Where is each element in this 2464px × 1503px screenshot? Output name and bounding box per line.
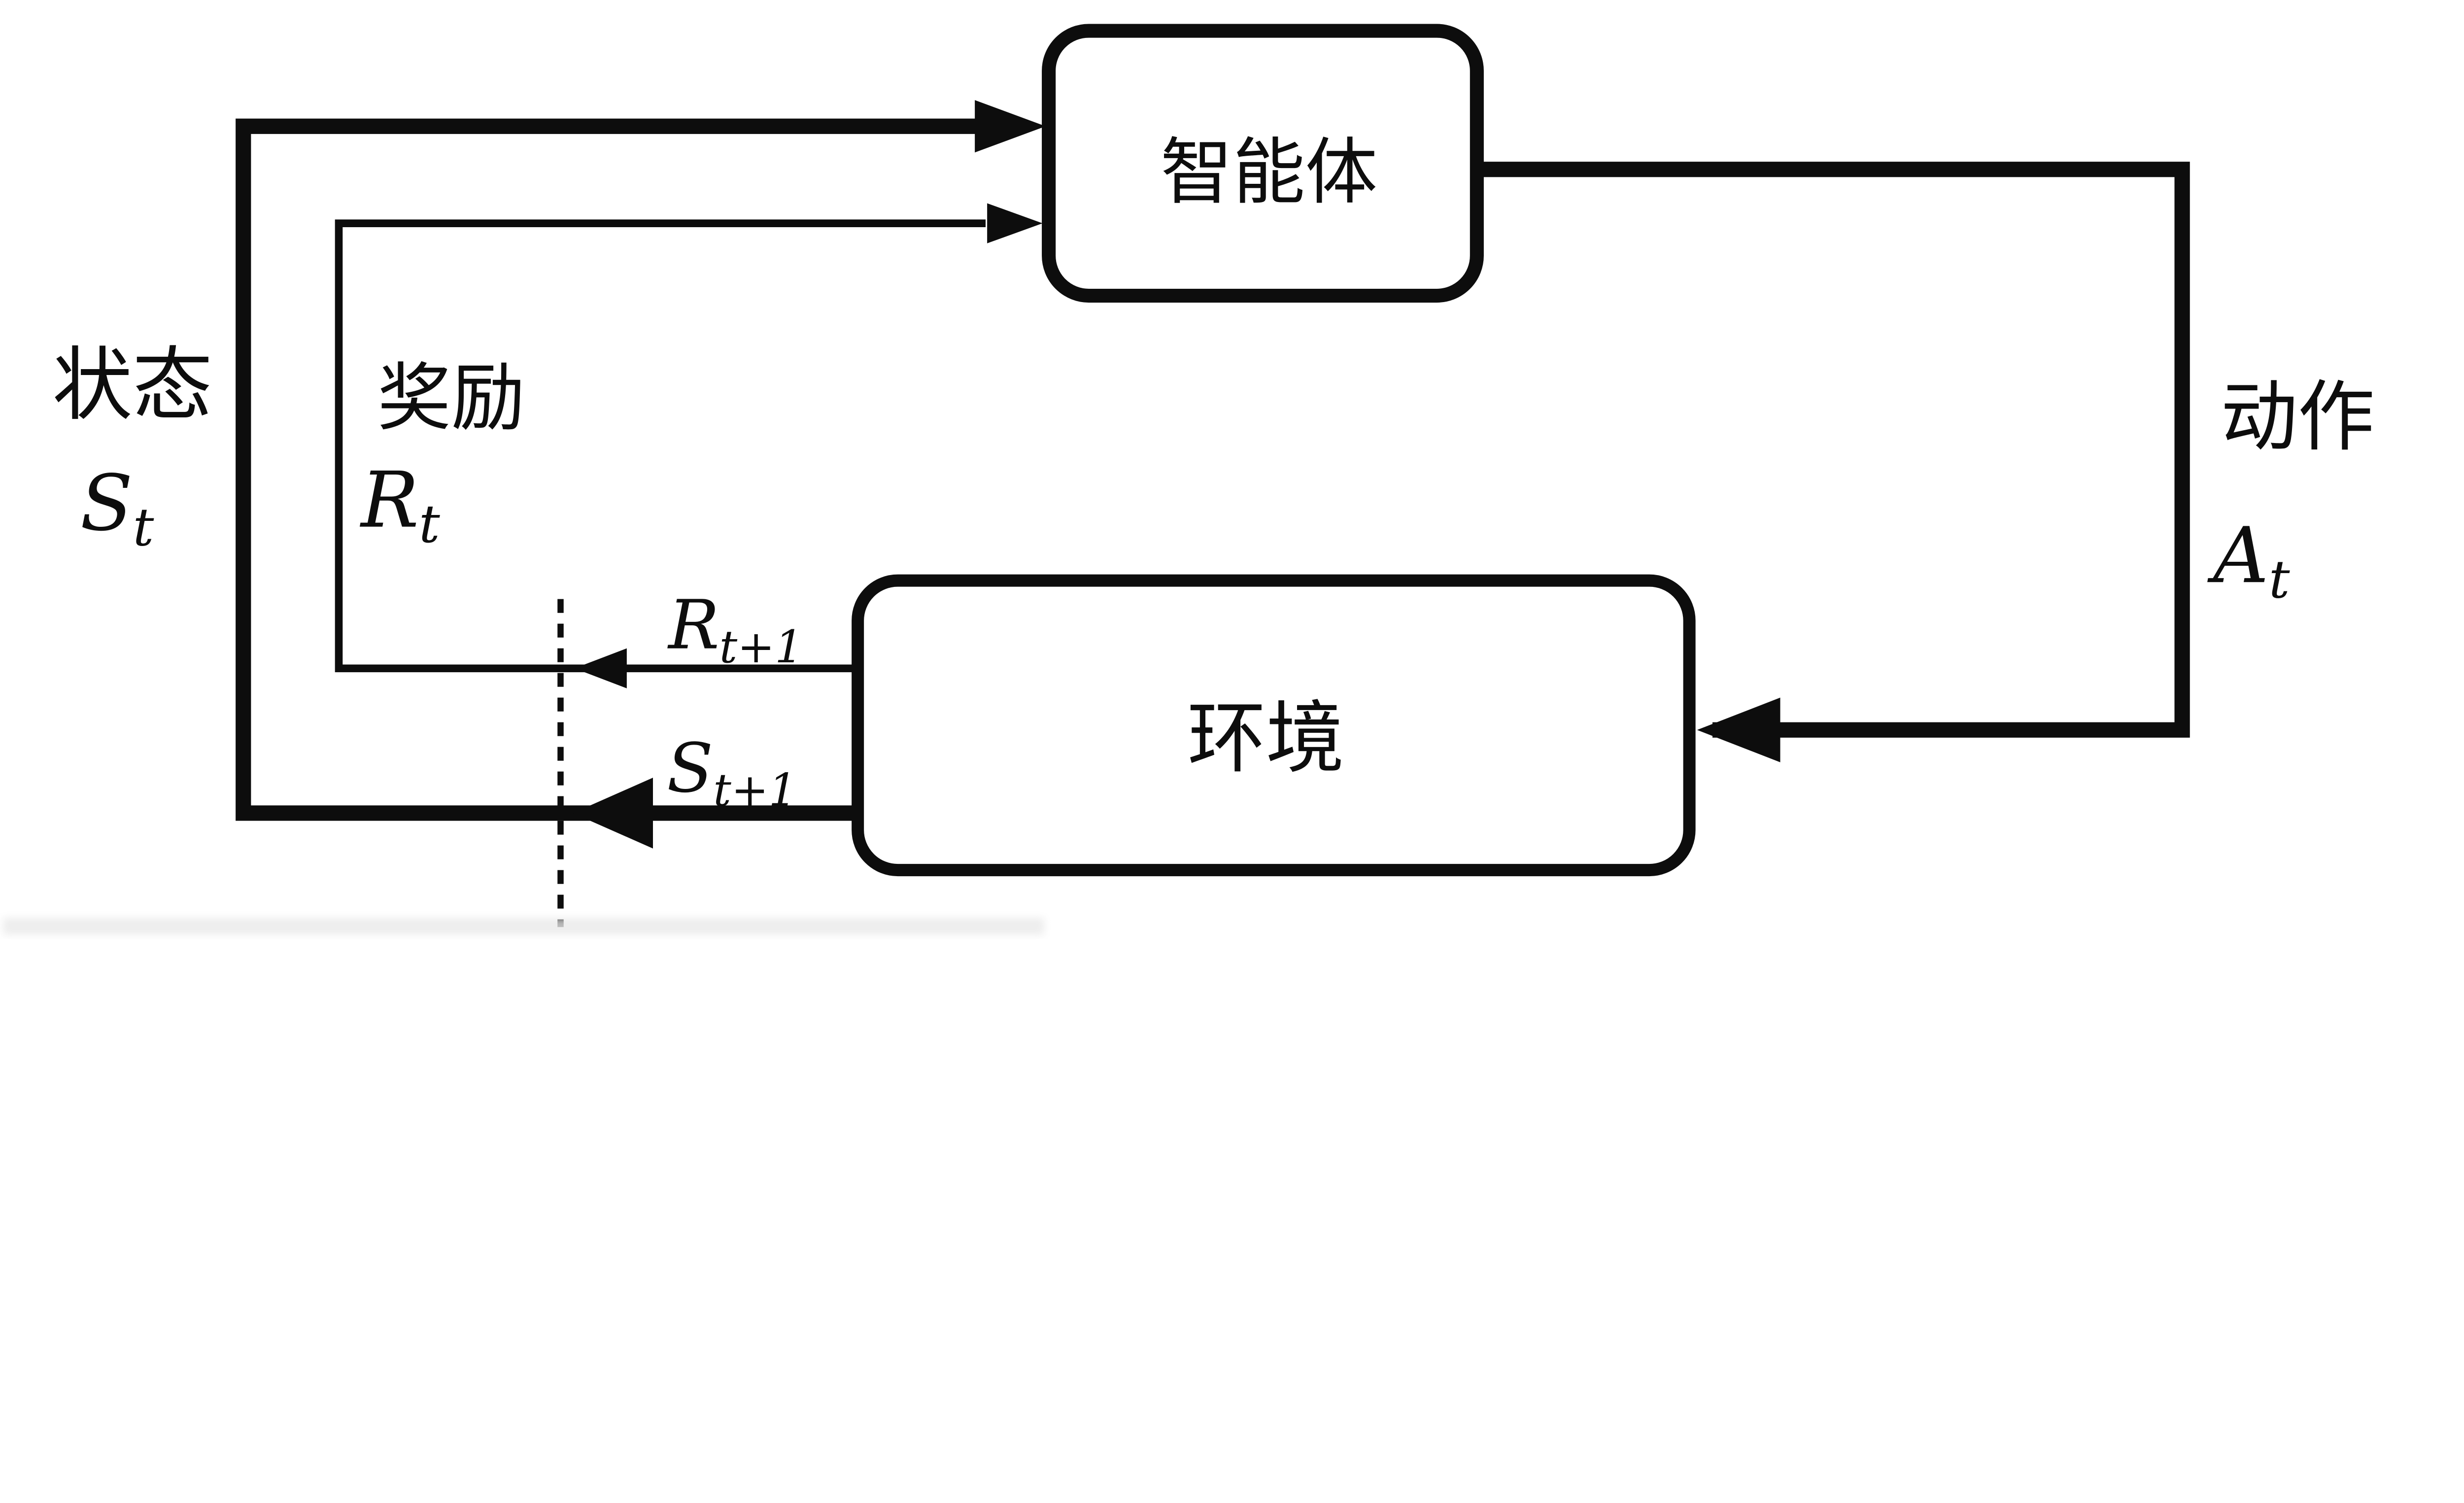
diagram-canvas: 智能体 环境 状态 St 奖励 Rt 动作 At Rt+1 St+1 <box>3 24 2375 935</box>
next-reward-arrowhead-icon <box>574 648 627 688</box>
action-into-environment-arrowhead-icon <box>1697 697 1780 762</box>
action-caption: 动作 <box>2221 372 2375 462</box>
agent-node-label: 智能体 <box>1161 130 1378 214</box>
state-into-agent-arrowhead-icon <box>975 100 1046 153</box>
next-reward-symbol: Rt+1 <box>667 586 803 673</box>
action-loop-line <box>1476 162 2190 738</box>
state-symbol: St <box>80 458 154 558</box>
reward-caption: 奖励 <box>377 355 525 441</box>
next-state-symbol: St+1 <box>667 729 797 816</box>
illegible-caption-artifact <box>3 918 1044 935</box>
reward-into-agent-arrowhead-icon <box>987 203 1043 243</box>
state-loop-line <box>236 118 980 821</box>
environment-node-box <box>852 574 1696 877</box>
agent-node-box <box>1042 24 1484 303</box>
action-symbol: At <box>2207 511 2290 610</box>
environment-node-label: 环境 <box>1187 692 1344 784</box>
state-caption: 状态 <box>52 339 212 432</box>
next-state-arrowhead-icon <box>573 778 653 849</box>
reward-symbol: Rt <box>359 455 440 555</box>
rl-agent-environment-diagram: 智能体 环境 状态 St 奖励 Rt 动作 At Rt+1 St+1 <box>3 24 2375 935</box>
